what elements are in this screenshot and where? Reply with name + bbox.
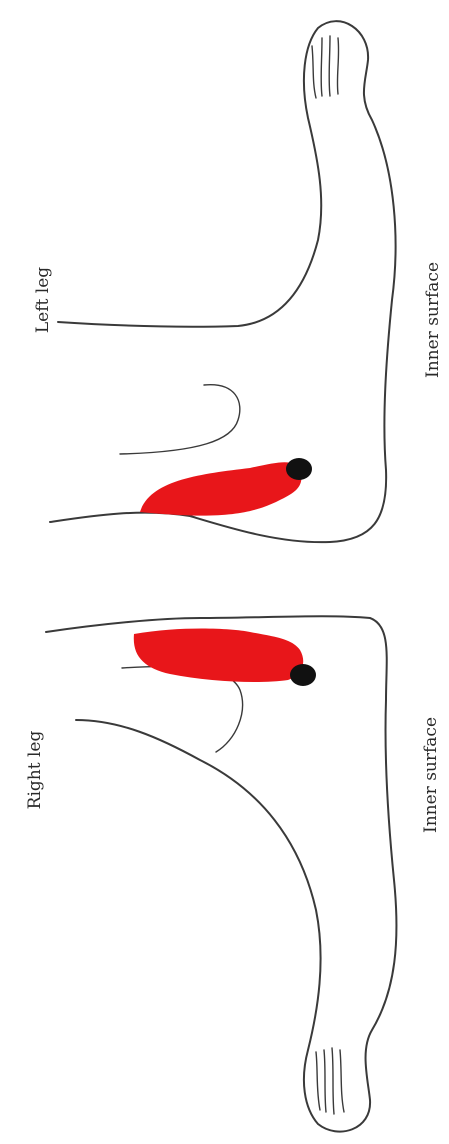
left-leg-label: Left leg (33, 267, 53, 333)
left-leg-outline (50, 21, 396, 542)
right-leg-label: Right leg (25, 731, 45, 810)
left-highlight-region (140, 462, 301, 515)
right-toe-lines (316, 1048, 344, 1114)
left-surface-label: Inner surface (423, 262, 443, 378)
left-highlight-tip (286, 458, 312, 480)
left-leg-drawing (50, 21, 396, 542)
left-toe-lines (312, 36, 339, 98)
right-highlight-tip (290, 664, 316, 686)
left-ankle-curve (120, 385, 240, 454)
right-surface-label: Inner surface (421, 717, 441, 833)
right-leg-outline (46, 616, 396, 1131)
right-leg-drawing (46, 616, 396, 1131)
right-highlight-region (134, 629, 303, 683)
